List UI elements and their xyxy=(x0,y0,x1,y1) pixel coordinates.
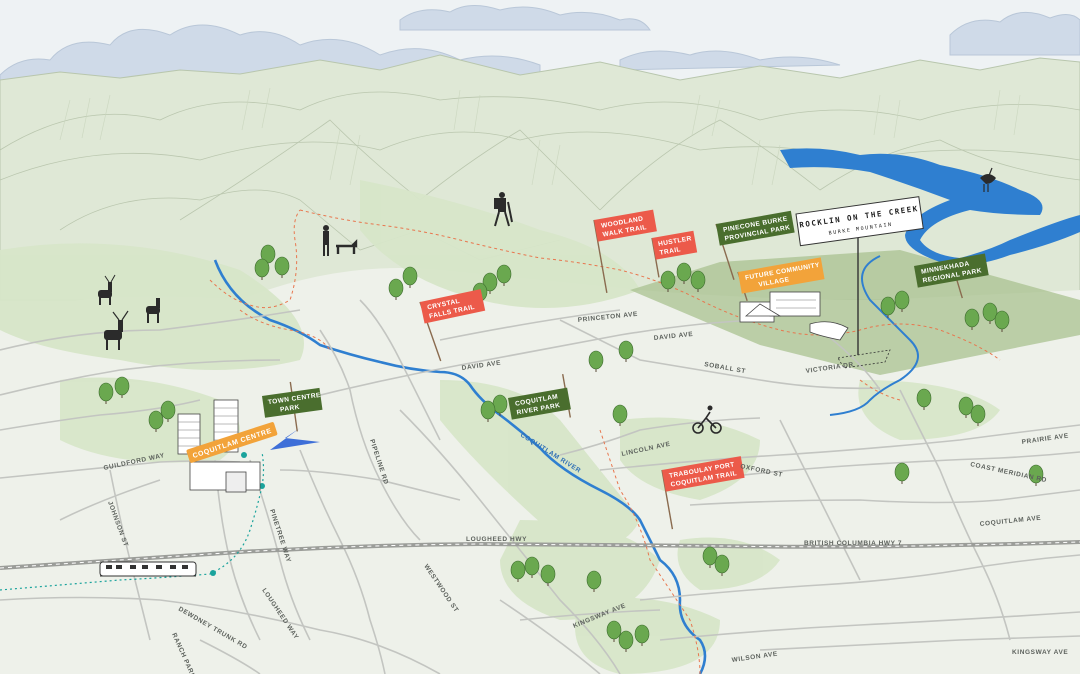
flag-town-centre-park: TOWN CENTRE PARK xyxy=(262,381,323,432)
tree-icon xyxy=(1028,464,1044,486)
deer-icon xyxy=(146,298,160,323)
lake xyxy=(780,148,1080,265)
tree-icon xyxy=(970,404,986,426)
coquitlam-centre-buildings xyxy=(177,399,261,493)
tree-icon xyxy=(894,290,910,312)
highway xyxy=(0,540,1080,570)
road-label-lougheed-hwy: LOUGHEED HWY xyxy=(466,536,527,543)
tree-icon xyxy=(480,400,496,422)
tree-icon xyxy=(114,376,130,398)
tree-clusters xyxy=(98,244,1044,652)
backpacker-icon xyxy=(494,192,513,227)
tree-icon xyxy=(702,546,718,568)
tree-icon xyxy=(160,400,176,422)
tree-icon xyxy=(676,262,692,284)
tree-icon xyxy=(586,570,602,592)
elk-icon xyxy=(104,310,129,350)
tree-icon xyxy=(388,278,404,300)
tree-icon xyxy=(254,258,270,280)
flag-woodland: WOODLAND WALK TRAIL xyxy=(593,209,657,293)
wildlife xyxy=(98,167,996,434)
tree-icon xyxy=(714,554,730,576)
tree-icon xyxy=(618,630,634,652)
town-centre-park-marker xyxy=(270,428,320,450)
svg-text:PARK: PARK xyxy=(280,404,301,414)
north-creek xyxy=(829,255,919,416)
tree-icon xyxy=(540,564,556,586)
tree-icon xyxy=(606,620,622,642)
tree-icon xyxy=(274,256,290,278)
svg-text:TRAIL: TRAIL xyxy=(659,246,681,257)
station-dot xyxy=(259,483,265,489)
tree-icon xyxy=(98,382,114,404)
heron-icon xyxy=(980,167,996,192)
flag-hustler: HUSTLER TRAIL xyxy=(651,230,698,278)
hiker-with-dog-icon xyxy=(323,225,358,256)
tree-icon xyxy=(964,308,980,330)
tree-icon xyxy=(510,560,526,582)
tree-icon xyxy=(916,388,932,410)
road-label-david-ave-north: DAVID AVE xyxy=(653,331,693,342)
tree-icon xyxy=(496,264,512,286)
tree-icon xyxy=(880,296,896,318)
water xyxy=(213,148,1080,674)
tree-icon xyxy=(618,340,634,362)
tree-icon xyxy=(524,556,540,578)
tree-icon xyxy=(612,404,628,426)
tree-icon xyxy=(958,396,974,418)
tree-icon xyxy=(982,302,998,324)
tree-icon xyxy=(148,410,164,432)
transit-stations xyxy=(210,452,265,576)
tree-icon xyxy=(894,462,910,484)
tree-icon xyxy=(660,270,676,292)
station-dot xyxy=(210,570,216,576)
tree-icon xyxy=(634,624,650,646)
road-label-bc-hwy7: BRITISH COLUMBIA HWY 7 xyxy=(804,540,902,547)
tree-icon xyxy=(588,350,604,372)
tree-icon xyxy=(482,272,498,294)
future-village-buildings xyxy=(739,291,849,341)
road-network xyxy=(0,299,1080,674)
tree-icon xyxy=(690,270,706,292)
tree-icon xyxy=(994,310,1010,332)
cyclist-icon xyxy=(692,405,722,434)
station-dot xyxy=(241,452,247,458)
coquitlam-river xyxy=(213,259,707,674)
tree-icon xyxy=(402,266,418,288)
deer-icon xyxy=(98,274,116,305)
road-label-kingsway-east: KINGSWAY AVE xyxy=(1012,649,1068,656)
rocklin-sign: ROCKLIN ON THE CREEK BURKE MOUNTAIN xyxy=(795,196,924,369)
skytrain-icon xyxy=(99,561,197,577)
trails xyxy=(209,209,1001,674)
